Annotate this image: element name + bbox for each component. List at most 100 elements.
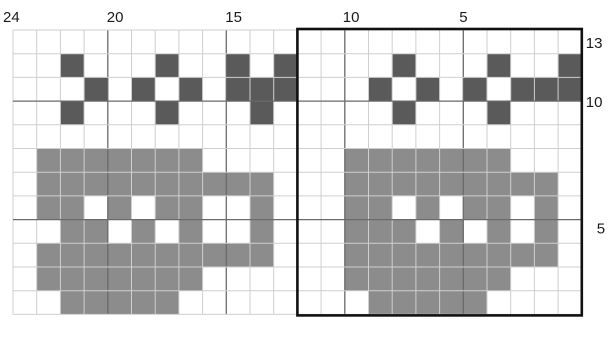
- light-stitch-cell: [155, 149, 179, 173]
- light-stitch-cell: [369, 267, 393, 291]
- light-stitch-cell: [487, 220, 511, 244]
- light-stitch-cell: [84, 172, 108, 196]
- light-stitch-cell: [60, 220, 84, 244]
- light-stitch-cell: [155, 172, 179, 196]
- light-stitch-cell: [534, 220, 558, 244]
- light-stitch-cell: [108, 149, 132, 173]
- dark-stitch-cell: [274, 54, 298, 78]
- light-stitch-cell: [440, 267, 464, 291]
- light-stitch-cell: [345, 243, 369, 267]
- light-stitch-cell: [203, 172, 227, 196]
- light-stitch-cell: [84, 220, 108, 244]
- light-stitch-cell: [179, 196, 203, 220]
- light-stitch-cell: [369, 220, 393, 244]
- light-stitch-cell: [487, 196, 511, 220]
- light-stitch-cell: [84, 243, 108, 267]
- light-stitch-cell: [487, 172, 511, 196]
- light-stitch-cell: [369, 243, 393, 267]
- light-stitch-cell: [440, 172, 464, 196]
- light-stitch-cell: [416, 243, 440, 267]
- light-stitch-cell: [345, 220, 369, 244]
- light-stitch-cell: [37, 196, 61, 220]
- light-stitch-cell: [463, 291, 487, 315]
- light-stitch-cell: [60, 172, 84, 196]
- light-stitch-cell: [84, 291, 108, 315]
- light-stitch-cell: [155, 243, 179, 267]
- dark-stitch-cell: [250, 101, 274, 125]
- light-stitch-cell: [463, 149, 487, 173]
- light-stitch-cell: [440, 291, 464, 315]
- light-stitch-cell: [463, 196, 487, 220]
- light-stitch-cell: [345, 196, 369, 220]
- light-stitch-cell: [132, 291, 156, 315]
- light-stitch-cell: [179, 220, 203, 244]
- light-stitch-cell: [392, 267, 416, 291]
- row-label: 5: [597, 221, 605, 238]
- light-stitch-cell: [463, 243, 487, 267]
- light-stitch-cell: [345, 149, 369, 173]
- light-stitch-cell: [416, 172, 440, 196]
- light-stitch-cell: [534, 172, 558, 196]
- light-stitch-cell: [416, 196, 440, 220]
- dark-stitch-cell: [558, 54, 582, 78]
- dark-stitch-cell: [155, 101, 179, 125]
- light-stitch-cell: [108, 172, 132, 196]
- dark-stitch-cell: [463, 77, 487, 101]
- dark-stitch-cell: [132, 77, 156, 101]
- light-stitch-cell: [440, 149, 464, 173]
- column-label: 5: [459, 9, 467, 26]
- dark-stitch-cell: [274, 77, 298, 101]
- light-stitch-cell: [60, 196, 84, 220]
- light-stitch-cell: [60, 267, 84, 291]
- light-stitch-cell: [416, 149, 440, 173]
- light-stitch-cell: [132, 172, 156, 196]
- dark-stitch-cell: [226, 54, 250, 78]
- light-stitch-cell: [392, 291, 416, 315]
- dark-stitch-cell: [60, 54, 84, 78]
- light-stitch-cell: [60, 291, 84, 315]
- light-stitch-cell: [392, 243, 416, 267]
- light-stitch-cell: [440, 220, 464, 244]
- light-stitch-cell: [487, 243, 511, 267]
- light-stitch-cell: [250, 220, 274, 244]
- light-stitch-cell: [250, 196, 274, 220]
- light-stitch-cell: [37, 172, 61, 196]
- light-stitch-cell: [179, 243, 203, 267]
- dark-stitch-cell: [60, 101, 84, 125]
- light-stitch-cell: [440, 243, 464, 267]
- light-stitch-cell: [60, 243, 84, 267]
- dark-stitch-cell: [558, 77, 582, 101]
- light-stitch-cell: [132, 149, 156, 173]
- dark-stitch-cell: [179, 77, 203, 101]
- light-stitch-cell: [108, 196, 132, 220]
- dark-stitch-cell: [250, 77, 274, 101]
- light-stitch-cell: [369, 149, 393, 173]
- light-stitch-cell: [463, 267, 487, 291]
- column-label: 24: [3, 9, 20, 26]
- light-stitch-cell: [250, 172, 274, 196]
- light-stitch-cell: [392, 172, 416, 196]
- light-stitch-cell: [369, 172, 393, 196]
- light-stitch-cell: [416, 267, 440, 291]
- dark-stitch-cell: [226, 77, 250, 101]
- light-stitch-cell: [511, 172, 535, 196]
- column-label: 20: [107, 9, 124, 26]
- light-stitch-cell: [132, 220, 156, 244]
- light-stitch-cell: [416, 291, 440, 315]
- light-stitch-cell: [226, 243, 250, 267]
- light-stitch-cell: [369, 196, 393, 220]
- light-stitch-cell: [534, 243, 558, 267]
- light-stitch-cell: [345, 172, 369, 196]
- dark-stitch-cell: [487, 101, 511, 125]
- dark-stitch-cell: [511, 77, 535, 101]
- light-stitch-cell: [369, 291, 393, 315]
- light-stitch-cell: [250, 243, 274, 267]
- dark-stitch-cell: [392, 54, 416, 78]
- light-stitch-cell: [203, 243, 227, 267]
- light-stitch-cell: [37, 149, 61, 173]
- light-stitch-cell: [226, 172, 250, 196]
- light-stitch-cell: [84, 149, 108, 173]
- light-stitch-cell: [179, 172, 203, 196]
- column-label: 15: [225, 9, 242, 26]
